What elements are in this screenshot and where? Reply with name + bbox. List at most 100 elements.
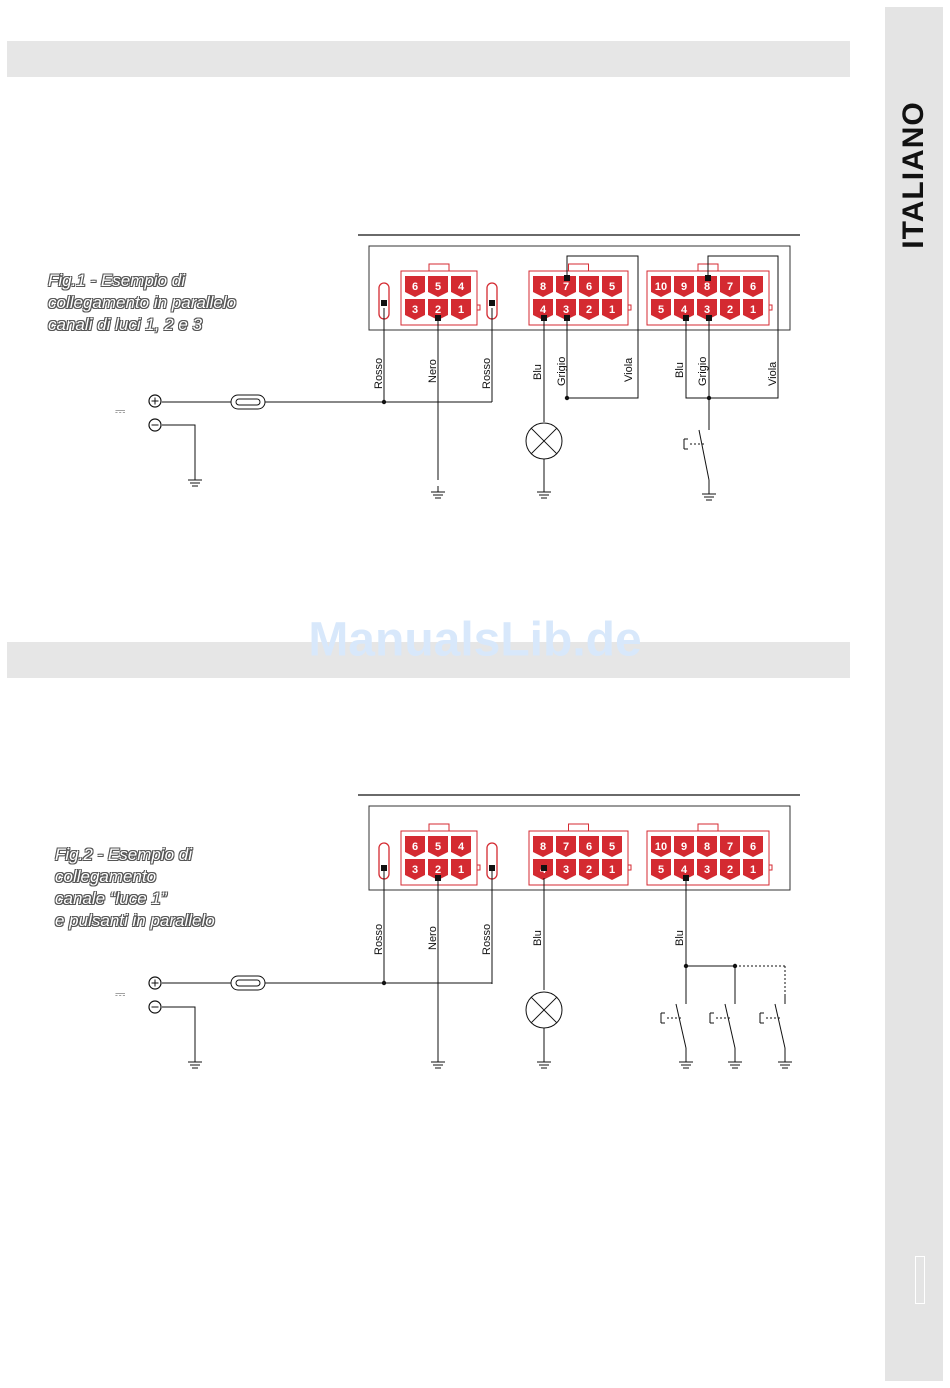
negative-wire	[162, 424, 196, 474]
connector-b-pin-top-2	[579, 836, 599, 857]
label-blu-b: Blu	[532, 364, 544, 380]
label-grigio-b: Grigio	[556, 357, 568, 386]
label-rosso-left: Rosso	[373, 358, 385, 389]
connector-b-pin-label: 8	[540, 281, 546, 293]
connector-c-pin-label: 3	[704, 304, 710, 316]
pushbutton-3-icon	[759, 996, 786, 1056]
connector-b-pin-label: 3	[563, 304, 569, 316]
wire-node	[435, 315, 441, 321]
connector-b-pin-top-0	[533, 276, 553, 297]
pushbutton-1-icon	[660, 996, 687, 1056]
connector-a-pin-bottom-2	[451, 859, 471, 880]
wire-node	[706, 315, 712, 321]
negative-terminal-icon	[148, 1000, 162, 1014]
connector-a-pin-label: 6	[412, 281, 418, 293]
connector-c-pin-bottom-2	[697, 299, 717, 320]
connector-a-pin-label: 3	[412, 304, 418, 316]
connector-c-pin-bottom-1	[674, 859, 694, 880]
pushbutton-icon	[683, 422, 710, 488]
connector-a-pin-bottom-0	[405, 299, 425, 320]
connector-c-pin-label: 2	[727, 864, 733, 876]
label-blu-b: Blu	[532, 930, 544, 946]
connector-b-pin-label: 1	[609, 304, 615, 316]
connector-b-pin-top-3	[602, 276, 622, 297]
connector-a-pin-top-1	[428, 836, 448, 857]
label-grigio-c: Grigio	[697, 357, 709, 386]
connector-c-pin-top-0	[651, 836, 671, 857]
connector-a-pin-label: 1	[458, 864, 464, 876]
connector-a-pin-top-0	[405, 836, 425, 857]
connector-a-pin-bottom-2	[451, 299, 471, 320]
junction-dot	[706, 395, 712, 401]
ground-icon	[537, 486, 551, 499]
connector-c-pin-top-3	[720, 276, 740, 297]
loop-wire-c	[707, 255, 779, 399]
page-number-box	[915, 1256, 925, 1304]
label-nero: Nero	[427, 926, 439, 950]
connector-a-pin-label: 4	[458, 841, 465, 853]
wire-node	[541, 865, 547, 871]
connector-b-pin-bottom-1	[556, 859, 576, 880]
connector-a-pin-top-0	[405, 276, 425, 297]
connector-b-pin-top-2	[579, 276, 599, 297]
dc-symbol: ⎓	[115, 404, 125, 419]
connector-c-pin-label: 9	[681, 841, 687, 853]
connector-b-pin-label: 6	[586, 841, 592, 853]
section-header-band-1	[7, 41, 850, 77]
pushbutton-2-icon	[709, 996, 736, 1056]
connector-c-pin-bottom-2	[697, 859, 717, 880]
connector-c-pin-top-4	[743, 276, 763, 297]
wire-node	[541, 315, 547, 321]
connector-a-pin-label: 4	[458, 281, 465, 293]
connector-b-pin-label: 7	[563, 841, 569, 853]
connector-b-pin-label: 7	[563, 281, 569, 293]
wire-node	[683, 315, 689, 321]
ground-icon	[537, 1056, 551, 1069]
connector-a-pin-bottom-0	[405, 859, 425, 880]
connector-c-pin-label: 6	[750, 841, 756, 853]
connector-b-pin-label: 3	[563, 864, 569, 876]
connector-c-pin-label: 8	[704, 281, 710, 293]
connector-b: 8 7 6 5 4 3 2 1	[528, 263, 632, 326]
connector-b-pin-label: 6	[586, 281, 592, 293]
loop-wire-b	[566, 255, 639, 399]
wire-blu-c	[685, 318, 709, 399]
connector-a-pin-label: 2	[435, 864, 441, 876]
wire-node	[381, 865, 387, 871]
dc-symbol: ⎓	[115, 987, 125, 1002]
connector-a-pin-label: 5	[435, 281, 441, 293]
ground-icon	[702, 488, 716, 501]
connector-b-pin-bottom-3	[602, 299, 622, 320]
connector-b-pin-label: 4	[540, 304, 547, 316]
ground-icon	[778, 1056, 792, 1069]
ground-icon	[188, 1056, 202, 1069]
connector-b-pin-label: 2	[586, 304, 592, 316]
wire-node	[489, 865, 495, 871]
connector-c-pin-label: 9	[681, 281, 687, 293]
connector-c-pin-top-2	[697, 836, 717, 857]
wire-node	[381, 300, 387, 306]
connector-b-pin-top-3	[602, 836, 622, 857]
ground-icon	[679, 1056, 693, 1069]
connector-c-pin-label: 4	[681, 864, 688, 876]
connector-c-pin-label: 2	[727, 304, 733, 316]
connector-b-pin-top-1	[556, 276, 576, 297]
lamp-icon	[525, 991, 563, 1029]
connector-c-pin-top-2	[697, 276, 717, 297]
watermark: ManualsLib.de	[308, 613, 642, 667]
connector-c-pin-label: 7	[727, 841, 733, 853]
label-blu-c: Blu	[674, 362, 686, 378]
connector-b-pin-label: 5	[609, 281, 615, 293]
connector-a-pin-bottom-1	[428, 859, 448, 880]
connector-a-pin-bottom-1	[428, 299, 448, 320]
connector-c-pin-label: 10	[655, 841, 667, 853]
junction-dot	[381, 399, 387, 405]
connector-a-pin-label: 3	[412, 864, 418, 876]
wire-node	[564, 315, 570, 321]
fuse-icon	[230, 975, 266, 991]
ground-icon	[728, 1056, 742, 1069]
junction-dot	[381, 980, 387, 986]
connector-a-pin-label: 2	[435, 304, 441, 316]
